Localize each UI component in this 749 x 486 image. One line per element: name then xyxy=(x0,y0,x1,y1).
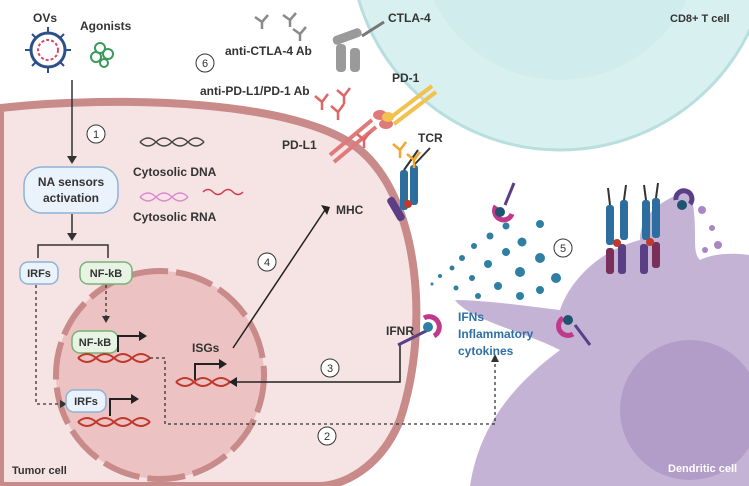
arrow-isgs-to-mhc xyxy=(232,209,326,349)
oncolytic-virus-icon xyxy=(25,27,71,73)
cytosolic-rna-label: Cytosolic RNA xyxy=(133,210,217,224)
anti-ctla-4-antibody-icon xyxy=(254,12,307,41)
step-6-number: 6 xyxy=(202,58,208,70)
arrow-head xyxy=(139,331,147,341)
tcr-mhc-complex-icon xyxy=(387,147,431,222)
step-2-badge xyxy=(317,426,337,446)
arrow-head xyxy=(131,394,139,404)
anti-pd-l1-antibody-icon xyxy=(314,87,371,148)
arrow-head xyxy=(219,359,227,369)
cytokine-dots xyxy=(430,220,561,300)
dna-helix-icon xyxy=(77,353,151,363)
arrow-head xyxy=(102,316,110,323)
irfs-top-label: IRFs xyxy=(27,268,51,280)
arrow-head xyxy=(67,233,77,241)
step-1-badge xyxy=(86,124,106,144)
tcr-mhc-complex-icon xyxy=(606,182,660,274)
arrow-ifnr-to-isgs xyxy=(235,343,401,383)
ctla-4-receptor-icon xyxy=(332,20,385,72)
step-6-badge xyxy=(195,53,215,73)
step-4-badge xyxy=(257,252,277,272)
anti-pd-1-antibody-icon xyxy=(392,141,421,168)
inflammatory-label: Inflammatory xyxy=(458,327,534,341)
pd-1-receptor-icon xyxy=(382,84,438,126)
arrow-head xyxy=(67,156,77,164)
ctla-4-label: CTLA-4 xyxy=(388,11,431,25)
step-5-badge xyxy=(553,238,573,258)
pd-1-label: PD-1 xyxy=(392,71,420,85)
step-4-number: 4 xyxy=(264,257,270,269)
step-1-number: 1 xyxy=(93,129,99,141)
na-sensors-line1: NA sensors xyxy=(38,175,105,189)
dc-receptor-icon xyxy=(556,315,592,346)
irfs-top-box xyxy=(19,261,59,285)
cd8-t-cell-label: CD8+ T cell xyxy=(670,13,730,25)
dendritic-granule xyxy=(714,241,722,249)
na-sensors-line2: activation xyxy=(43,191,99,205)
dna-helix-icon xyxy=(175,377,231,387)
ifnr-label: IFNR xyxy=(386,324,414,338)
agonists-label: Agonists xyxy=(80,19,132,33)
dendritic-granule xyxy=(698,206,706,214)
step-5-number: 5 xyxy=(560,243,566,255)
arrow-head xyxy=(229,377,237,387)
branch-bracket xyxy=(37,244,109,258)
t-cell-nucleus xyxy=(433,0,687,80)
cytokine-secretion-arrow xyxy=(150,357,496,425)
nfkb-nucleus-label: NF-kB xyxy=(79,337,111,349)
transcription-arrow xyxy=(109,398,132,416)
tumor-nucleus xyxy=(56,271,264,479)
dna-helix-icon xyxy=(77,417,151,427)
isgs-label: ISGs xyxy=(192,341,220,355)
dendritic-cell-label: Dendritic cell xyxy=(668,463,737,475)
ovs-label: OVs xyxy=(33,11,57,25)
mhc-label: MHC xyxy=(336,203,364,217)
irfs-nucleus-label: IRFs xyxy=(74,396,98,408)
step-2-number: 2 xyxy=(324,431,330,443)
dendritic-granule xyxy=(702,247,708,253)
nfkb-top-box xyxy=(79,261,133,285)
dendritic-granule xyxy=(709,225,715,231)
transcription-arrow xyxy=(194,363,220,380)
anti-pd-l1-label: anti-PD-L1/PD-1 Ab xyxy=(200,84,310,98)
arrow-head xyxy=(60,400,67,408)
nfkb-top-label: NF-kB xyxy=(90,268,122,280)
arrow-head xyxy=(321,205,330,215)
cytokines-label: cytokines xyxy=(458,344,514,358)
pd-l1-label: PD-L1 xyxy=(282,138,317,152)
cytokine-receptor-icon xyxy=(492,182,516,223)
agonist-molecule-icon xyxy=(90,42,114,68)
tcr-label: TCR xyxy=(418,131,443,145)
arrow-head xyxy=(491,354,499,362)
step-3-number: 3 xyxy=(327,363,333,375)
na-sensors-box xyxy=(23,166,119,214)
step-3-badge xyxy=(320,358,340,378)
dc-receptor-icon xyxy=(673,188,695,210)
dendritic-cell-nucleus xyxy=(620,340,749,480)
ifnr-receptor-icon xyxy=(397,314,442,347)
nuclear-envelope xyxy=(53,268,267,482)
ifns-label: IFNs xyxy=(458,310,484,324)
transcription-arrow xyxy=(117,335,140,352)
anti-ctla-4-label: anti-CTLA-4 Ab xyxy=(225,44,312,58)
rna-strand-icon xyxy=(139,188,244,202)
irfs-nucleus-box xyxy=(65,389,107,413)
tumor-cell-label: Tumor cell xyxy=(12,465,67,477)
cytosolic-dna-label: Cytosolic DNA xyxy=(133,165,217,179)
dna-helix-icon xyxy=(139,137,205,147)
